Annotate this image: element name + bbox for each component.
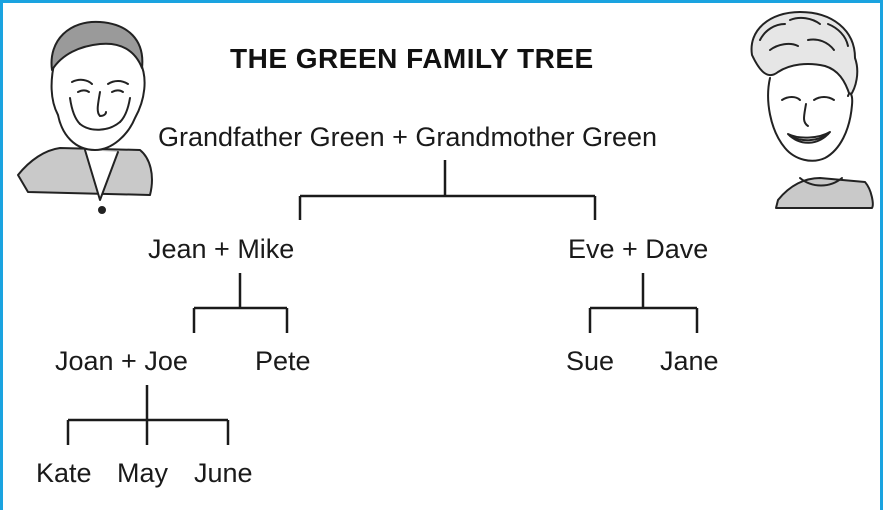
node-joan-joe: Joan + Joe — [55, 346, 188, 376]
grandmother-illustration — [750, 11, 874, 209]
tree-connectors — [66, 160, 699, 445]
diagram-title: THE GREEN FAMILY TREE — [230, 43, 594, 74]
node-may: May — [117, 458, 169, 488]
node-grandparents: Grandfather Green + Grandmother Green — [158, 122, 658, 152]
node-jean-mike: Jean + Mike — [148, 234, 295, 264]
node-jane: Jane — [660, 346, 719, 376]
node-eve-dave: Eve + Dave — [568, 234, 709, 264]
node-kate: Kate — [36, 458, 92, 488]
node-pete: Pete — [255, 346, 311, 376]
grandfather-illustration — [17, 20, 153, 214]
node-sue: Sue — [566, 346, 615, 376]
node-june: June — [194, 458, 253, 488]
